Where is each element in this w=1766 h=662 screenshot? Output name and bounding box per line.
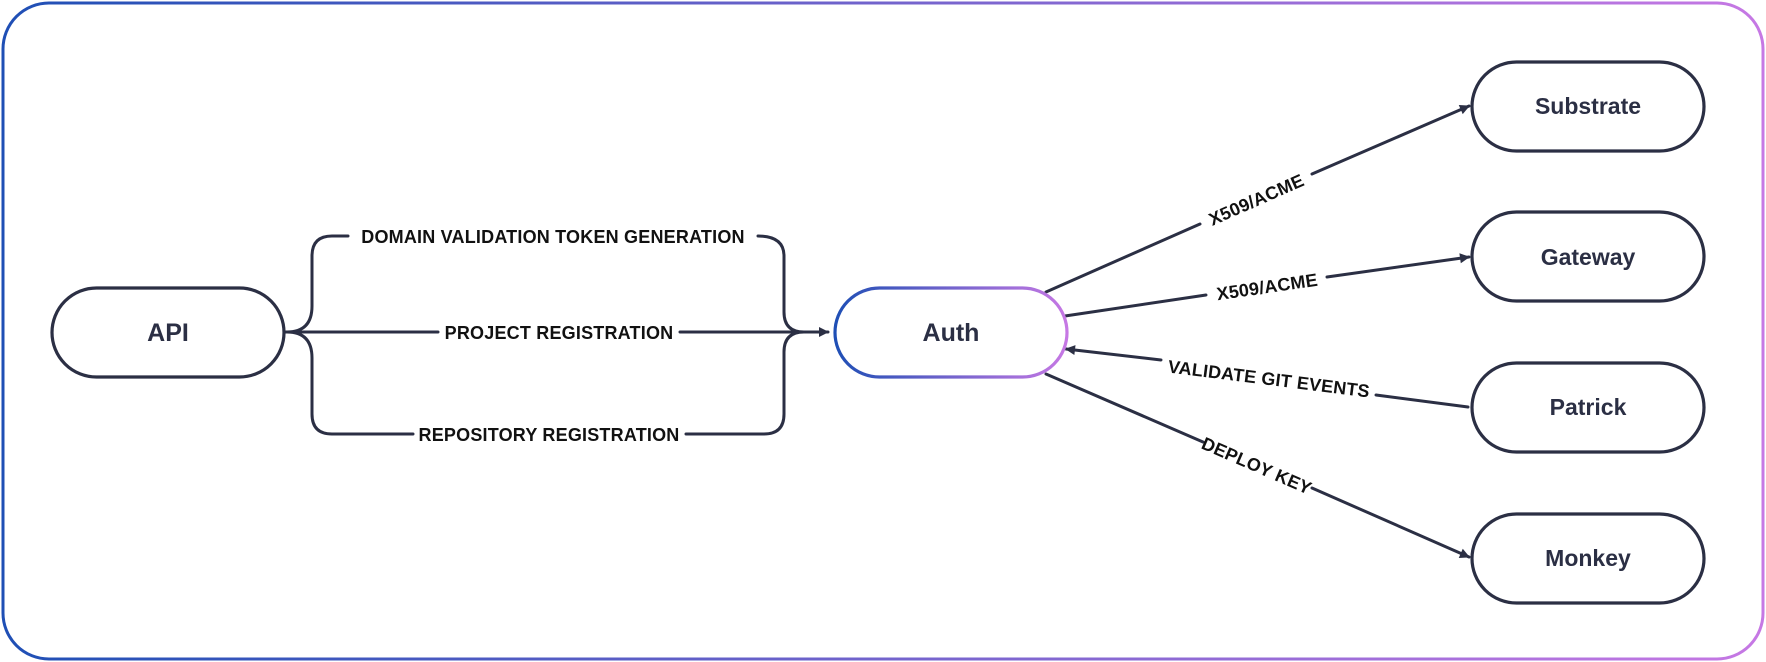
- edge-auth-gateway-b: [1325, 253, 1471, 279]
- node-auth[interactable]: Auth: [833, 286, 1069, 379]
- api-connectors: [283, 234, 830, 436]
- edge-domain-validation-left: [285, 234, 350, 334]
- edge-repository-registration-right: [684, 330, 806, 436]
- node-substrate-label: Substrate: [1535, 93, 1641, 119]
- node-api[interactable]: API: [50, 286, 286, 379]
- auth-connectors: [1044, 104, 1471, 559]
- edge-patrick-auth-a: [1374, 393, 1470, 409]
- edge-auth-substrate-a: [1044, 222, 1202, 294]
- edge-auth-substrate-b: [1310, 104, 1471, 176]
- node-patrick-label: Patrick: [1550, 394, 1627, 420]
- node-monkey[interactable]: Monkey: [1470, 512, 1706, 605]
- node-substrate[interactable]: Substrate: [1470, 60, 1706, 153]
- edge-repository-registration-left: [285, 330, 415, 436]
- node-gateway-label: Gateway: [1541, 244, 1636, 270]
- node-patrick[interactable]: Patrick: [1470, 361, 1706, 454]
- node-auth-label: Auth: [923, 319, 980, 347]
- edge-auth-monkey-b: [1310, 486, 1471, 559]
- edge-label-project-registration: PROJECT REGISTRATION: [445, 323, 674, 343]
- node-monkey-label: Monkey: [1545, 545, 1631, 571]
- node-gateway[interactable]: Gateway: [1470, 210, 1706, 303]
- edge-domain-validation-right: [756, 234, 806, 334]
- edge-patrick-auth-b: [1064, 345, 1163, 362]
- edge-auth-gateway-a: [1063, 293, 1208, 318]
- edge-label-domain-validation: DOMAIN VALIDATION TOKEN GENERATION: [361, 227, 744, 247]
- node-api-label: API: [147, 319, 189, 347]
- edge-label-repository-registration: REPOSITORY REGISTRATION: [419, 425, 680, 445]
- edge-auth-monkey-a: [1044, 372, 1205, 444]
